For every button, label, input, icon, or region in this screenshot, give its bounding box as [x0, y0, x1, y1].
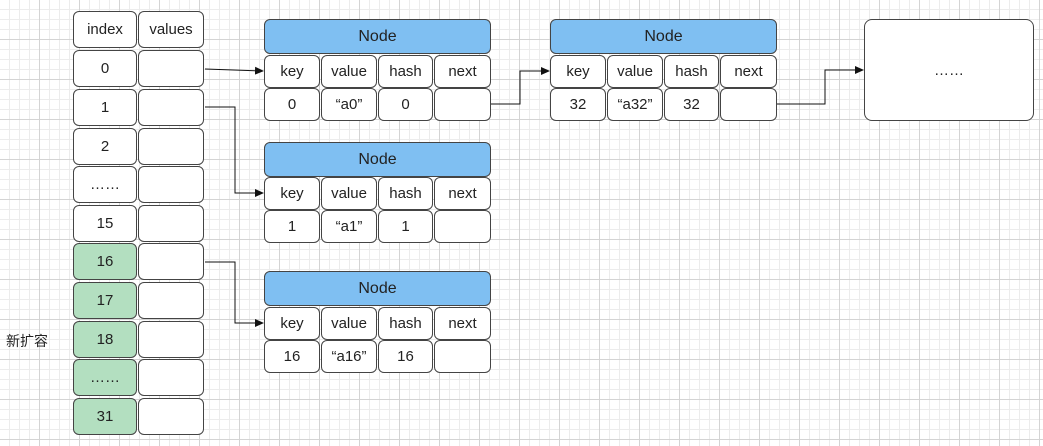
- bucket-cell-15: [138, 205, 204, 242]
- index-cell-0: 0: [73, 50, 137, 87]
- node-a0-value-label: value: [321, 55, 377, 88]
- node-a1-hash: 1: [378, 210, 433, 243]
- index-cell-ellipsis-2: ……: [73, 359, 137, 396]
- node-a16-header: Node: [264, 271, 491, 306]
- node-a32-hash-label: hash: [664, 55, 719, 88]
- bucket-cell-1: [138, 89, 204, 126]
- chain-continuation-box: ……: [864, 19, 1034, 121]
- index-cell-1: 1: [73, 89, 137, 126]
- node-a0-hash-label: hash: [378, 55, 433, 88]
- node-a16-value: “a16”: [321, 340, 377, 373]
- node-a1-hash-label: hash: [378, 177, 433, 210]
- index-cell-ellipsis: ……: [73, 166, 137, 203]
- index-cell-17: 17: [73, 282, 137, 319]
- node-a16-hash: 16: [378, 340, 433, 373]
- node-a32-next: [720, 88, 777, 121]
- node-a32-value: “a32”: [607, 88, 663, 121]
- node-a0-hash: 0: [378, 88, 433, 121]
- node-a32-key: 32: [550, 88, 606, 121]
- node-a1-key-label: key: [264, 177, 320, 210]
- index-cell-2: 2: [73, 128, 137, 165]
- bucket-cell-18: [138, 321, 204, 358]
- arrow-bucket1-to-node-a1: [205, 106, 264, 197]
- bucket-cell-31: [138, 398, 204, 435]
- node-a1-value: “a1”: [321, 210, 377, 243]
- node-a16-key-label: key: [264, 307, 320, 340]
- node-a32-value-label: value: [607, 55, 663, 88]
- arrow-bucket0-to-node-a0: [204, 66, 264, 75]
- node-a16-hash-label: hash: [378, 307, 433, 340]
- node-a32-header: Node: [550, 19, 777, 54]
- index-cell-18: 18: [73, 321, 137, 358]
- node-a1-value-label: value: [321, 177, 377, 210]
- bucket-cell-ellipsis-2: [138, 359, 204, 396]
- index-cell-31: 31: [73, 398, 137, 435]
- index-cell-15: 15: [73, 205, 137, 242]
- node-a16-key: 16: [264, 340, 320, 373]
- bucket-cell-2: [138, 128, 204, 165]
- bucket-cell-16: [138, 243, 204, 280]
- index-column-header: index: [73, 11, 137, 48]
- arrow-node-a32-next-to-continuation: [777, 66, 864, 105]
- index-cell-16: 16: [73, 243, 137, 280]
- node-a32-hash: 32: [664, 88, 719, 121]
- arrow-bucket16-to-node-a16: [205, 261, 264, 327]
- node-a1-key: 1: [264, 210, 320, 243]
- node-a16-next-label: next: [434, 307, 491, 340]
- node-a16-next: [434, 340, 491, 373]
- node-a32-key-label: key: [550, 55, 606, 88]
- node-a1-next-label: next: [434, 177, 491, 210]
- node-a0-value: “a0”: [321, 88, 377, 121]
- node-a1-next: [434, 210, 491, 243]
- node-a0-header: Node: [264, 19, 491, 54]
- node-a16-value-label: value: [321, 307, 377, 340]
- node-a1-header: Node: [264, 142, 491, 177]
- bucket-cell-ellipsis: [138, 166, 204, 203]
- new-expansion-label: 新扩容: [6, 333, 48, 349]
- values-column-header: values: [138, 11, 204, 48]
- node-a32-next-label: next: [720, 55, 777, 88]
- bucket-cell-0: [138, 50, 204, 87]
- arrow-node-a0-next-to-node-a32: [491, 67, 550, 105]
- node-a0-next: [434, 88, 491, 121]
- node-a0-key: 0: [264, 88, 320, 121]
- node-a0-key-label: key: [264, 55, 320, 88]
- bucket-cell-17: [138, 282, 204, 319]
- node-a0-next-label: next: [434, 55, 491, 88]
